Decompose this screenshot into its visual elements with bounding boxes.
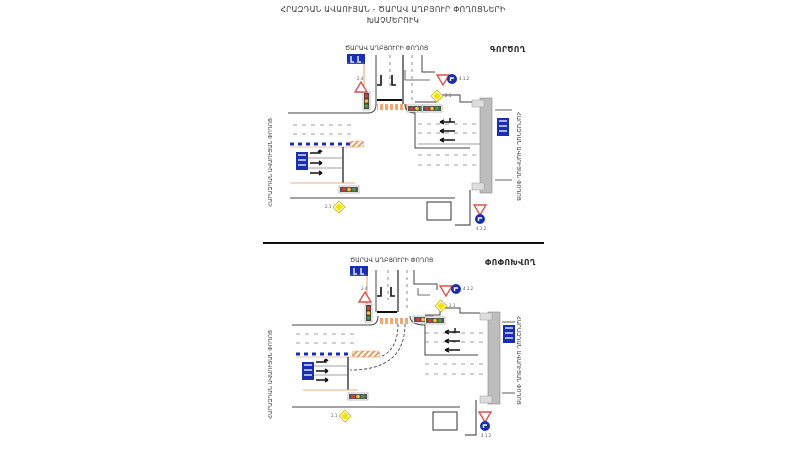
lane-arrow-right (316, 358, 329, 363)
lane-sign-icon (349, 265, 369, 277)
yield-sign-icon (439, 285, 453, 297)
sign-code: 2.1 (445, 93, 452, 98)
turn-sign-icon (450, 283, 462, 295)
lane-arrow-right (316, 368, 329, 374)
lane-arrow-left (444, 328, 460, 335)
building (432, 411, 458, 431)
road-edge (409, 315, 478, 356)
panel-label-current: ԳՈՐԾՈՂ (490, 45, 526, 54)
lane-arrow-right (310, 170, 323, 176)
lane-sign-icon (346, 53, 366, 65)
sign-code: 4.1.2 (459, 76, 470, 81)
street-right-label-2: ՀԱՐԱԶԴԱՆ ԱՎԱՈՒՅԱՆ ՓՈՂՈՑ (515, 316, 521, 405)
road-edge (421, 55, 435, 73)
road-edge (413, 270, 438, 290)
turn-path (349, 323, 406, 371)
panel-proposed (292, 265, 516, 436)
sign-code: 2.1 (325, 204, 332, 209)
road-edge (455, 190, 471, 226)
traffic-light-icon (424, 316, 446, 325)
road-edge (292, 315, 379, 326)
yield-sign-icon (354, 81, 368, 93)
sign-code: 4.1.2 (476, 226, 487, 231)
traffic-light-icon (338, 185, 360, 194)
sign-code: 2.1 (331, 413, 338, 418)
diagram-title-line1: ՀՐԱԶԴԱՆ ԱՎԱՈՒՅԱՆ - ԾԱՐԱՎ ԱՂԲՅՈՒՐ ՓՈՂՈՑՆԵ… (280, 5, 506, 14)
traffic-light-icon (362, 91, 371, 111)
lane-sign-icon (301, 361, 315, 381)
median-island (351, 350, 381, 358)
overpass (479, 97, 493, 194)
sign-code: 2.1 (449, 303, 456, 308)
sign-code: 2.4 (361, 286, 368, 291)
overpass-end (479, 312, 493, 321)
overpass-end (479, 395, 493, 404)
building (426, 201, 452, 221)
traffic-light-icon (421, 104, 443, 113)
road-edge (288, 103, 377, 114)
overpass (487, 311, 501, 405)
overpass-end (471, 99, 485, 108)
lane-arrows (377, 75, 396, 86)
crosswalk (377, 104, 407, 110)
lane-arrow-left (439, 128, 455, 134)
lane-arrow-left (439, 137, 455, 143)
curb (417, 288, 430, 296)
lane-arrow-left (444, 347, 460, 353)
panel-label-proposed: ՓՈՓՈԽՎՈՂ (485, 258, 536, 267)
turn-path (379, 323, 399, 358)
yield-sign-icon (478, 411, 492, 423)
traffic-light-icon (364, 303, 373, 323)
lane-sign-icon (502, 324, 516, 344)
sign-code: 4.1.2 (463, 286, 474, 291)
lane-arrow-left (444, 338, 460, 344)
turn-sign-icon (446, 73, 458, 85)
street-top-label-1: ԾԱՐԱՎ ԱՂԲՅՈՒՐԻ ՓՈՂՈՑ (345, 45, 429, 52)
yield-sign-icon (473, 204, 487, 216)
lane-arrow-right (316, 377, 329, 383)
panel-current (288, 53, 512, 226)
street-right-label-1: ՀԱՐԱԶԴԱՆ ԱՎԱՈՒՅԱՆ ՓՈՂՈՑ (515, 112, 521, 201)
lane-arrow-right (310, 149, 323, 154)
traffic-light-icon (347, 392, 369, 401)
overpass-end (471, 182, 485, 191)
curb (404, 70, 430, 81)
priority-road-sign-icon (434, 299, 448, 313)
lane-arrow-left (439, 118, 455, 125)
road-edge (465, 400, 477, 436)
street-top-label-2: ԾԱՐԱՎ ԱՂԲՅՈՒՐԻ ՓՈՂՈՑ (350, 257, 434, 264)
lane-arrow-right (310, 160, 323, 166)
yield-sign-icon (358, 291, 372, 303)
lane-sign-icon (496, 117, 510, 137)
lane-arrows (377, 287, 395, 297)
sign-code: 4.1.2 (481, 433, 492, 438)
priority-road-sign-icon (338, 409, 352, 423)
median-island (349, 140, 365, 148)
lane-sign-icon (295, 151, 309, 171)
diagram-title-line2: ԽԱՉՄԵՐՈՒԿ (366, 16, 420, 25)
priority-road-sign-icon (332, 200, 346, 214)
turn-sign-icon (479, 420, 491, 432)
crosswalk (378, 318, 408, 324)
turn-sign-icon (474, 213, 486, 225)
road-edge (425, 307, 480, 316)
sign-code: 2.4 (357, 76, 364, 81)
priority-road-sign-icon (430, 89, 444, 103)
